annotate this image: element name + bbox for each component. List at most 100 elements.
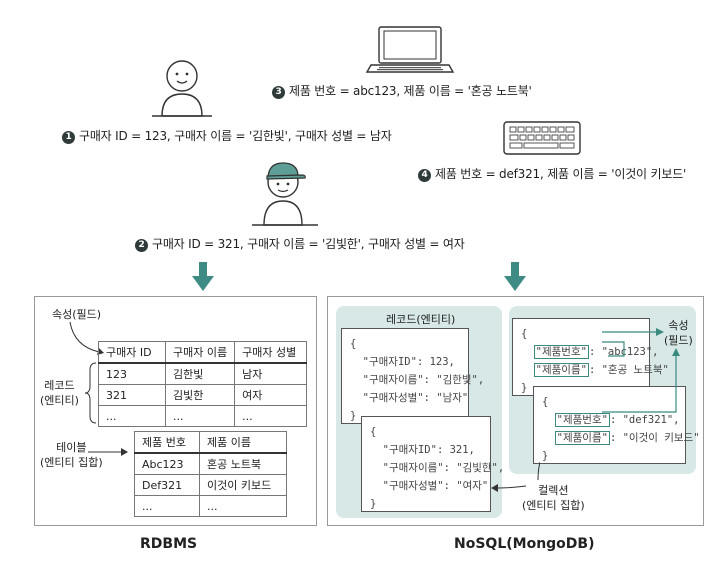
doc-line: "구매자이름": "김한빛", <box>350 371 485 389</box>
doc-value: : 123, <box>416 356 455 368</box>
table-label-line2: (엔티티 집합) <box>40 456 103 469</box>
doc-value: : "김빛한", <box>443 462 505 474</box>
doc-line: "제품번호": "abc123", <box>521 343 659 361</box>
products-table: 제품 번호 제품 이름 Abc123 혼공 노트북 Def321 이것이 키보드… <box>134 431 287 517</box>
doc-close: } <box>350 410 357 422</box>
doc-key: "제품이름" <box>554 431 610 445</box>
arrow-down-icon <box>504 262 526 291</box>
product4-caption: 4 제품 번호 = def321, 제품 이름 = '이것이 키보드' <box>418 165 686 182</box>
doc-open: { <box>370 426 377 438</box>
field-label-line2: (필드) <box>664 334 693 347</box>
laptop-icon <box>365 26 455 73</box>
doc-key: "제품이름" <box>533 363 589 377</box>
table-row: Def321 이것이 키보드 <box>134 474 287 496</box>
doc-value: : "김한빛", <box>423 374 485 386</box>
doc-open: { <box>521 328 528 340</box>
doc-key: "구매자성별" <box>382 480 444 492</box>
table-row: ... ... ... <box>98 405 308 427</box>
doc-value: : 321, <box>436 444 475 456</box>
doc-value: : "남자" <box>423 392 469 404</box>
field-label-line1: 속성 <box>668 319 689 332</box>
table-header-row: 제품 번호 제품 이름 <box>134 431 287 454</box>
doc-value: : "혼공 노트북" <box>588 364 669 376</box>
table-cell: 321 <box>98 384 166 406</box>
doc-line: "제품이름": "이것이 키보드" <box>542 429 700 447</box>
step-badge: 4 <box>418 169 431 182</box>
doc-key: "제품번호" <box>554 413 610 427</box>
record-brace <box>84 362 97 424</box>
doc-line: "제품번호": "def321", <box>542 411 680 429</box>
doc-line: "구매자성별": "남자" <box>350 389 469 407</box>
doc-line: "구매자이름": "김빛한", <box>370 459 505 477</box>
table-header-row: 구매자 ID 구매자 이름 구매자 성별 <box>98 341 308 364</box>
table-cell: ... <box>164 405 236 427</box>
field-connector <box>602 328 680 413</box>
table-row: 321 김빛한 여자 <box>98 384 308 406</box>
table-cell: ... <box>134 495 200 517</box>
product3-caption: 3 제품 번호 = abc123, 제품 이름 = '혼공 노트북' <box>272 82 532 99</box>
table-row: Abc123 혼공 노트북 <box>134 452 287 475</box>
product4-text: 제품 번호 = def321, 제품 이름 = '이것이 키보드' <box>435 167 687 181</box>
step-badge: 3 <box>272 86 285 99</box>
record-label-line2: (엔티티) <box>40 394 79 407</box>
doc-close: } <box>521 382 528 394</box>
table-row: ... ... <box>134 495 287 517</box>
table-cell: Abc123 <box>134 452 200 475</box>
table-label-line1: 테이블 <box>56 441 87 454</box>
table-arrow <box>88 448 128 456</box>
product3-text: 제품 번호 = abc123, 제품 이름 = '혼공 노트북' <box>289 84 532 98</box>
nosql-footer: NoSQL(MongoDB) <box>454 536 595 552</box>
keyboard-icon <box>503 121 581 155</box>
document-card: { "제품번호": "def321", "제품이름": "이것이 키보드" } <box>533 386 700 464</box>
table-cell: Def321 <box>134 474 200 496</box>
collection-arrows <box>491 461 540 492</box>
doc-line: "구매자ID": 123, <box>350 353 460 371</box>
doc-value: : "abc123", <box>588 346 659 358</box>
column-header: 구매자 ID <box>98 341 166 364</box>
table-cell: 이것이 키보드 <box>199 474 287 496</box>
doc-value: : "def321", <box>609 414 680 426</box>
rdbms-footer: RDBMS <box>140 536 198 552</box>
arrow-down-icon <box>192 262 214 291</box>
doc-key: "구매자성별" <box>362 392 424 404</box>
column-header: 제품 번호 <box>134 431 200 454</box>
table-cell: ... <box>199 495 287 517</box>
table-cell: 123 <box>98 362 166 385</box>
attribute-label: 속성(필드) <box>52 308 102 321</box>
table-cell: 김빛한 <box>164 384 236 406</box>
person-icon <box>152 60 212 117</box>
nosql-record-label: 레코드(엔티티) <box>386 313 456 326</box>
table-row: 123 김한빛 남자 <box>98 362 308 385</box>
table-cell: 여자 <box>234 384 308 406</box>
doc-key: "구매자ID" <box>362 356 417 368</box>
doc-key: "구매자ID" <box>382 444 437 456</box>
table-cell: ... <box>98 405 166 427</box>
doc-value: : "이것이 키보드" <box>609 432 700 444</box>
table-cell: 김한빛 <box>164 362 236 385</box>
buyer1-text: 구매자 ID = 123, 구매자 이름 = '김한빛', 구매자 성별 = 남… <box>79 129 392 143</box>
record-label: 레코드 (엔티티) <box>40 378 79 408</box>
table-cell: 남자 <box>234 362 308 385</box>
column-header: 제품 이름 <box>199 431 287 454</box>
column-header: 구매자 성별 <box>234 341 308 364</box>
doc-key: "구매자이름" <box>382 462 444 474</box>
doc-open: { <box>350 338 357 350</box>
collection-label-line2: (엔티티 집합) <box>522 499 585 512</box>
field-label: 속성 (필드) <box>664 318 693 348</box>
doc-line: "구매자ID": 321, <box>370 441 482 459</box>
buyer2-text: 구매자 ID = 321, 구매자 이름 = '김빛한', 구매자 성별 = 여… <box>152 237 465 251</box>
doc-line: "구매자성별": "여자" <box>370 477 489 495</box>
person-cap-icon <box>252 162 318 226</box>
doc-close: } <box>370 498 377 510</box>
doc-line: "제품이름": "혼공 노트북" <box>521 361 669 379</box>
step-badge: 2 <box>135 239 148 252</box>
column-header: 구매자 이름 <box>164 341 236 364</box>
collection-label-line1: 컬렉션 <box>538 484 569 497</box>
doc-value: : "여자" <box>443 480 489 492</box>
doc-key: "제품번호" <box>533 345 589 359</box>
buyer2-caption: 2 구매자 ID = 321, 구매자 이름 = '김빛한', 구매자 성별 = … <box>135 235 465 252</box>
doc-key: "구매자이름" <box>362 374 424 386</box>
document-card: { "구매자ID": 123, "구매자이름": "김한빛", "구매자성별":… <box>341 328 485 424</box>
table-cell: 혼공 노트북 <box>199 452 287 475</box>
document-card: { "구매자ID": 321, "구매자이름": "김빛한", "구매자성별":… <box>361 416 505 512</box>
